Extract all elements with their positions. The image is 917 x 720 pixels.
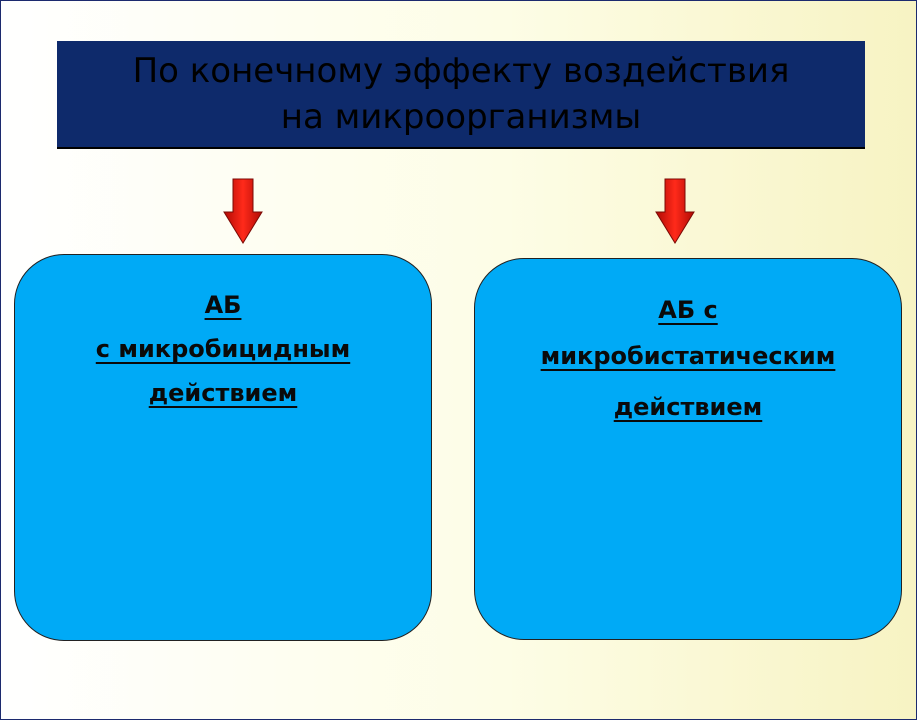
bacteriostatic-line-2: микробистатическим <box>540 342 836 370</box>
title-line-2: на микроорганизмы <box>280 97 642 137</box>
down-arrow-right-icon <box>655 178 695 244</box>
bacteriostatic-card: АБ с микробистатическим действием <box>474 258 902 640</box>
bactericidal-line-1: АБ <box>204 291 242 319</box>
bactericidal-line-3: действием <box>148 379 298 407</box>
title-line-1: По конечному эффекту воздействия <box>132 51 790 91</box>
title-box: По конечному эффекту воздействия на микр… <box>57 41 865 149</box>
bacteriostatic-line-3: действием <box>613 393 763 421</box>
bacteriostatic-line-1: АБ с <box>658 296 718 324</box>
down-arrow-left-icon <box>223 178 263 244</box>
bactericidal-card: АБ с микробицидным действием <box>14 254 432 641</box>
bactericidal-line-2: с микробицидным <box>95 335 351 363</box>
